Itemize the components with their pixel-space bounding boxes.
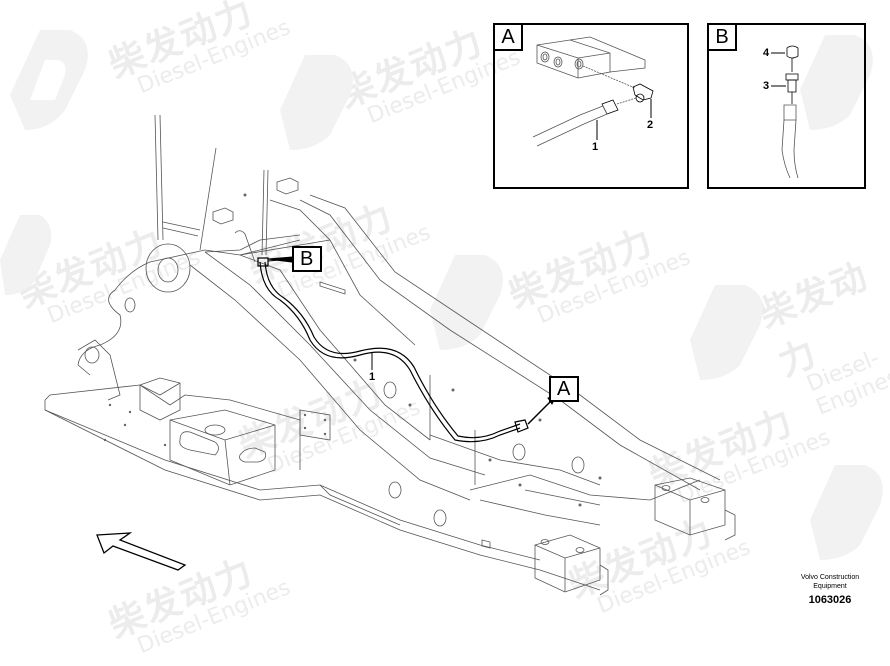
direction-arrow-icon — [96, 532, 187, 571]
part-number-2: 2 — [647, 119, 654, 131]
hydraulic-hose — [257, 257, 529, 443]
detail-view-b: B — [707, 23, 866, 189]
detail-a-drawing — [532, 36, 654, 147]
bolt-holes — [103, 193, 602, 507]
document-number: 1063026 — [808, 594, 852, 606]
part-number-4: 4 — [763, 47, 770, 59]
callout-a[interactable]: A — [549, 376, 579, 402]
footer: Volvo Construction Equipment 1063026 — [780, 573, 880, 606]
detail-b-leaders — [771, 52, 786, 87]
frame-drawing — [0, 30, 883, 596]
part-number-1-main: 1 — [369, 371, 376, 383]
watermark-logo-icon — [0, 30, 883, 560]
brand-line-2: Equipment — [813, 583, 847, 590]
detail-a-tag: A — [495, 25, 523, 51]
part-number-3: 3 — [763, 80, 770, 92]
detail-b-drawing — [781, 45, 799, 179]
brand-line-1: Volvo Construction — [800, 574, 860, 581]
part-number-1-detail-a: 1 — [592, 141, 599, 153]
detail-b-tag: B — [709, 25, 737, 51]
detail-a-leaders — [596, 99, 652, 140]
leader-lines — [267, 256, 557, 425]
callout-b[interactable]: B — [292, 246, 322, 272]
frame-outline — [44, 114, 736, 596]
callout-b-label: B — [300, 248, 314, 270]
callout-a-label: A — [557, 378, 571, 400]
detail-view-a: A — [493, 23, 689, 189]
